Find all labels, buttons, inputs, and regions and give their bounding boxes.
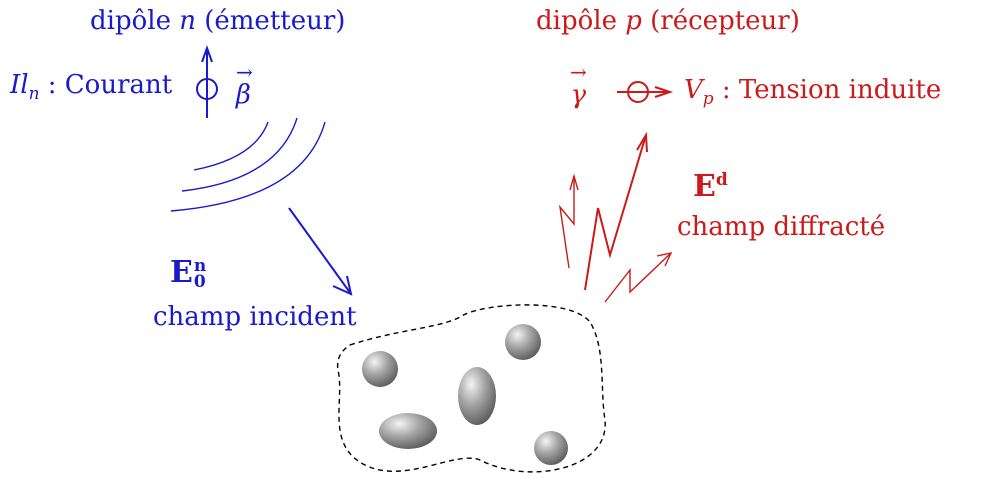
scatterer	[505, 324, 541, 360]
current-subscript: n	[28, 83, 40, 104]
emitter-dipole	[196, 45, 218, 118]
current-symbol: Il	[10, 70, 29, 100]
diffracted-field-arrows	[558, 131, 673, 303]
incident-symbol: E	[170, 255, 193, 290]
incident-field-arrow	[288, 207, 353, 296]
receiver-role: (récepteur)	[650, 6, 800, 36]
emitter-role: (émetteur)	[204, 6, 346, 36]
receiver-vector-label: → γ	[570, 62, 587, 108]
receiver-vector-symbol: γ	[570, 80, 587, 110]
diffracted-symbol: E	[693, 169, 716, 204]
receiver-voltage-label: Vp : Tension induite	[684, 77, 941, 107]
scatterer	[379, 413, 437, 449]
current-text: : Courant	[47, 70, 173, 100]
emitter-current-label: Iln : Courant	[10, 72, 172, 102]
receiver-title: dipôle p (récepteur)	[536, 8, 800, 34]
emitted-wavefronts	[170, 117, 326, 212]
emitter-vector-symbol: β	[235, 80, 251, 110]
emitter-title: dipôle n (émetteur)	[90, 8, 345, 34]
vector-arrow-icon: →	[570, 60, 587, 84]
scattering-region-boundary	[336, 304, 606, 473]
voltage-subscript: p	[702, 88, 714, 109]
scatterer	[534, 431, 568, 465]
emitter-title-word: dipôle	[90, 6, 171, 36]
emitter-symbol: n	[179, 6, 196, 36]
incident-field-label: champ incident	[153, 302, 357, 332]
scatterer	[458, 367, 496, 425]
receiver-symbol: p	[625, 6, 642, 36]
incident-superscript: n	[193, 256, 207, 276]
receiver-title-word: dipôle	[536, 6, 617, 36]
diffracted-superscript: d	[715, 170, 728, 190]
incident-subscript: 0	[193, 272, 206, 292]
diffracted-field-label: champ diffracté	[677, 212, 886, 242]
voltage-text: : Tension induite	[721, 75, 942, 105]
vector-arrow-icon: →	[236, 60, 253, 84]
voltage-symbol: V	[684, 75, 703, 105]
scatterers	[362, 324, 568, 465]
receiver-dipole	[617, 81, 674, 103]
diffracted-field-symbol: Ed	[693, 172, 728, 202]
scatterer	[362, 351, 398, 387]
emitter-vector-label: → β	[234, 62, 253, 108]
